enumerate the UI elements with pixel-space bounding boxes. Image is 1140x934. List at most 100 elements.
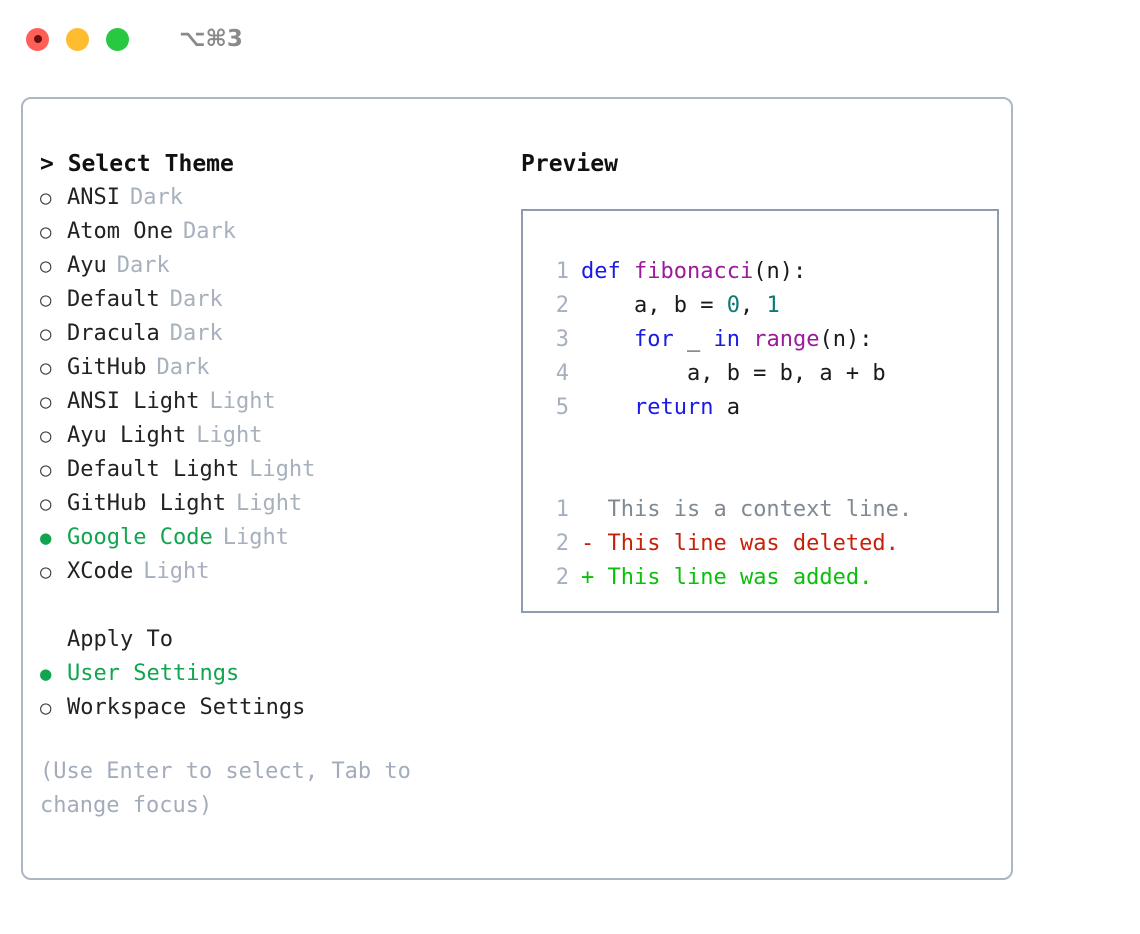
theme-variant: Dark [169, 321, 223, 346]
theme-label: ANSI Light [67, 389, 200, 414]
code-line: 5 return a [535, 391, 997, 425]
apply-to-header: Apply To [67, 627, 173, 652]
keyboard-hint-text: (Use Enter to select, Tab to change focu… [40, 759, 411, 818]
theme-variant: Dark [182, 219, 236, 244]
token-plain: _ [673, 327, 714, 352]
theme-label: Default Light [67, 457, 240, 482]
apply-to-option-workspace-settings[interactable]: ○ Workspace Settings [40, 691, 510, 725]
token-keyword: return [633, 395, 714, 420]
code-content: a, b = b, a + b [581, 357, 886, 391]
theme-option-dracula[interactable]: ○ Dracula Dark [40, 317, 510, 351]
line-number: 1 [555, 259, 569, 284]
apply-to-list[interactable]: ● User Settings ○ Workspace Settings [40, 657, 510, 725]
radio-icon: ○ [40, 221, 52, 243]
theme-label: GitHub Light [67, 491, 226, 516]
token-plain [581, 395, 634, 420]
radio-icon: ○ [40, 255, 52, 277]
theme-list[interactable]: ○ ANSI Dark ○ Atom One Dark ○ Ayu Dark [40, 181, 510, 589]
theme-variant: Dark [169, 287, 223, 312]
code-sample: 1 def fibonacci(n): 2 a, b = 0, 1 3 for … [535, 255, 997, 425]
radio-icon: ○ [40, 391, 52, 413]
keyboard-shortcut-label: ⌥⌘3 [179, 26, 243, 52]
theme-label: ANSI [67, 185, 120, 210]
radio-icon: ○ [40, 493, 52, 515]
hint-spacer [40, 725, 510, 755]
token-number: 0 [726, 293, 740, 318]
radio-icon: ○ [40, 425, 52, 447]
code-content: for _ in range(n): [581, 323, 872, 357]
theme-option-ayu[interactable]: ○ Ayu Dark [40, 249, 510, 283]
theme-variant: Light [143, 559, 210, 584]
radio-icon: ○ [40, 459, 52, 481]
token-plain: (n): [819, 327, 873, 352]
apply-to-label: Workspace Settings [67, 695, 306, 720]
theme-option-default-light[interactable]: ○ Default Light Light [40, 453, 510, 487]
theme-variant: Dark [129, 185, 183, 210]
theme-option-google-code[interactable]: ● Google Code Light [40, 521, 510, 555]
preview-column: Preview 1 def fibonacci(n): 2 a, b = 0, … [510, 147, 1011, 823]
diff-sign: - [581, 531, 595, 556]
theme-option-atom-one[interactable]: ○ Atom One Dark [40, 215, 510, 249]
diff-sign: + [581, 565, 595, 590]
theme-option-ayu-light[interactable]: ○ Ayu Light Light [40, 419, 510, 453]
theme-label: GitHub [67, 355, 147, 380]
theme-label: Dracula [67, 321, 160, 346]
token-keyword: def [581, 259, 634, 284]
diff-line-context: 1 This is a context line. [535, 493, 997, 527]
preview-title: Preview [521, 151, 618, 177]
line-number: 4 [555, 361, 569, 386]
preview-box: 1 def fibonacci(n): 2 a, b = 0, 1 3 for … [521, 209, 999, 613]
radio-icon: ○ [40, 357, 52, 379]
theme-variant: Dark [156, 355, 210, 380]
theme-option-ansi[interactable]: ○ ANSI Dark [40, 181, 510, 215]
radio-icon-selected: ● [40, 663, 52, 685]
theme-option-github-light[interactable]: ○ GitHub Light Light [40, 487, 510, 521]
diff-sign [581, 493, 594, 527]
code-content: def fibonacci(n): [581, 255, 806, 289]
list-spacer [40, 589, 510, 623]
line-number: 2 [555, 531, 569, 556]
token-keyword: in [713, 327, 740, 352]
theme-option-default[interactable]: ○ Default Dark [40, 283, 510, 317]
code-line: 1 def fibonacci(n): [535, 255, 997, 289]
theme-option-ansi-light[interactable]: ○ ANSI Light Light [40, 385, 510, 419]
diff-content: This line was deleted. [594, 531, 899, 556]
diff-sample: 1 This is a context line. 2 - This line … [535, 493, 997, 595]
radio-icon: ○ [40, 323, 52, 345]
theme-variant: Dark [116, 253, 170, 278]
theme-label: Ayu Light [67, 423, 187, 448]
close-button[interactable] [26, 27, 49, 51]
token-number: 1 [766, 293, 780, 318]
apply-to-option-user-settings[interactable]: ● User Settings [40, 657, 510, 691]
radio-icon: ○ [40, 187, 52, 209]
theme-variant: Light [196, 423, 263, 448]
theme-option-xcode[interactable]: ○ XCode Light [40, 555, 510, 589]
minimize-button[interactable] [66, 27, 89, 51]
radio-icon: ○ [40, 289, 52, 311]
code-content: a, b = 0, 1 [581, 289, 780, 323]
token-plain [581, 327, 634, 352]
theme-label: Google Code [67, 525, 213, 550]
token-keyword: for [633, 327, 674, 352]
radio-icon-selected: ● [40, 527, 52, 549]
line-number: 2 [555, 293, 569, 318]
main-panel: > Select Theme ○ ANSI Dark ○ Atom One Da… [21, 97, 1013, 880]
token-plain: (n): [753, 259, 807, 284]
theme-option-github[interactable]: ○ GitHub Dark [40, 351, 510, 385]
diff-line-deleted: 2 - This line was deleted. [535, 527, 997, 561]
theme-label: XCode [67, 559, 134, 584]
code-line: 4 a, b = b, a + b [535, 357, 997, 391]
code-diff-separator [535, 425, 997, 459]
diff-content: This is a context line. [594, 497, 913, 522]
diff-line-added: 2 + This line was added. [535, 561, 997, 595]
radio-icon: ○ [40, 697, 52, 719]
diff-content: This line was added. [594, 565, 873, 590]
token-plain: a, b = b, a + b [581, 361, 886, 386]
theme-label: Atom One [67, 219, 173, 244]
line-number: 3 [555, 327, 569, 352]
maximize-button[interactable] [106, 27, 129, 51]
line-number: 1 [555, 497, 569, 522]
title-bar: ⌥⌘3 [0, 0, 1140, 78]
token-function: fibonacci [633, 259, 754, 284]
